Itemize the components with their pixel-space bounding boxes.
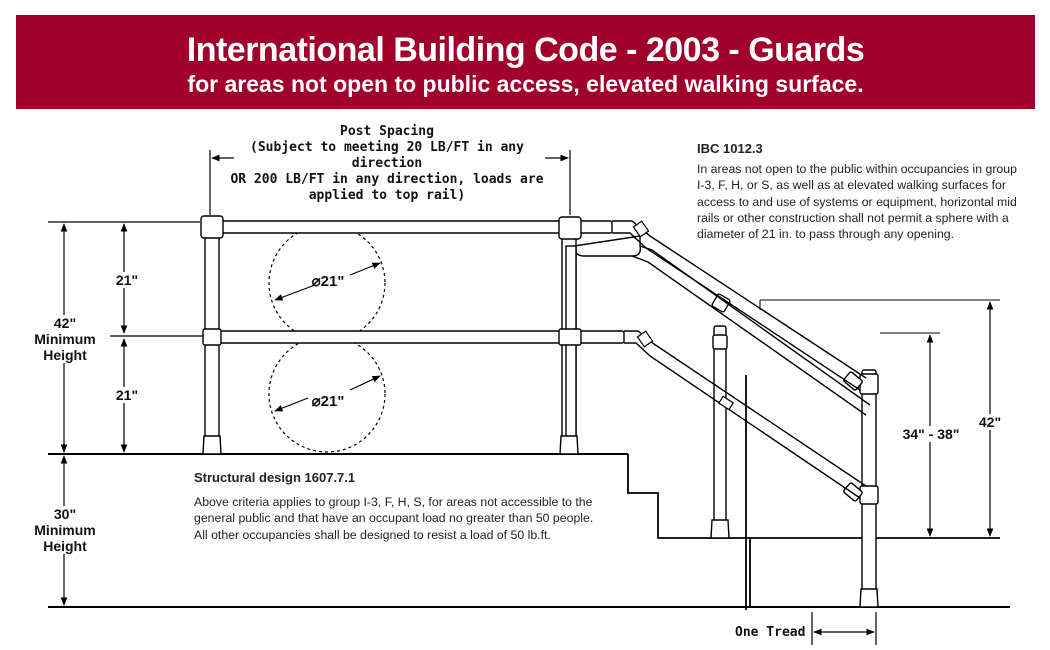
- stair-profile: [627, 454, 1000, 607]
- structural-line3: All other occupancies shall be designed …: [194, 527, 551, 542]
- platform-height-value: 30": [53, 506, 77, 522]
- post-bases: [202, 435, 879, 608]
- ibc-heading: IBC 1012.3: [697, 141, 763, 156]
- lower-gap-label: 21": [112, 387, 142, 403]
- post-spacing-line2: OR 200 LB/FT in any direction, loads are: [230, 172, 544, 187]
- structural-text: Above criteria applies to group I-3, F, …: [194, 494, 614, 543]
- guard-height-value: 42": [53, 315, 77, 331]
- title-banner: International Building Code - 2003 - Gua…: [16, 15, 1035, 109]
- sphere-diameter-arrows: [274, 262, 381, 412]
- ibc-text: In areas not open to the public within o…: [697, 162, 1017, 242]
- platform-height-label: 30" Minimum Height: [28, 506, 102, 554]
- sloped-rail-fittings: [632, 220, 735, 411]
- guard-height-text1: Minimum: [34, 331, 96, 347]
- platform-height-text1: Minimum: [34, 522, 96, 538]
- sphere-lower-label: ⌀21": [311, 393, 345, 410]
- structural-line2: general public and that have an occupant…: [194, 511, 594, 526]
- guard-height-text2: Height: [43, 347, 87, 363]
- post-spacing-note: Post Spacing (Subject to meeting 20 LB/F…: [212, 124, 562, 204]
- guard-height-label: 42" Minimum Height: [28, 315, 102, 363]
- structural-heading: Structural design 1607.7.1: [194, 470, 356, 485]
- post-spacing-dimension: [209, 150, 571, 215]
- page-title: International Building Code - 2003 - Gua…: [186, 31, 865, 69]
- post-spacing-line1: (Subject to meeting 20 LB/FT in any dire…: [250, 140, 524, 171]
- sphere-upper-label: ⌀21": [311, 273, 345, 290]
- post-spacing-title: Post Spacing: [340, 124, 434, 139]
- page-subtitle: for areas not open to public access, ele…: [187, 71, 864, 97]
- structural-line1: Above criteria applies to group I-3, F, …: [194, 495, 593, 509]
- one-tread-dimension: [811, 612, 877, 645]
- stair-rail-range-label: 34" - 38": [896, 426, 966, 442]
- sloped-rails: [612, 220, 871, 610]
- one-tread-label: One Tread: [735, 625, 806, 640]
- upper-gap-label: 21": [112, 272, 142, 288]
- platform-height-text2: Height: [43, 538, 87, 554]
- stair-dimension-extensions: [759, 299, 1000, 334]
- posts: [204, 221, 877, 599]
- stair-total-label: 42": [974, 414, 1006, 430]
- post-spacing-line3: applied to top rail): [308, 188, 466, 203]
- rail-fittings: [200, 215, 879, 505]
